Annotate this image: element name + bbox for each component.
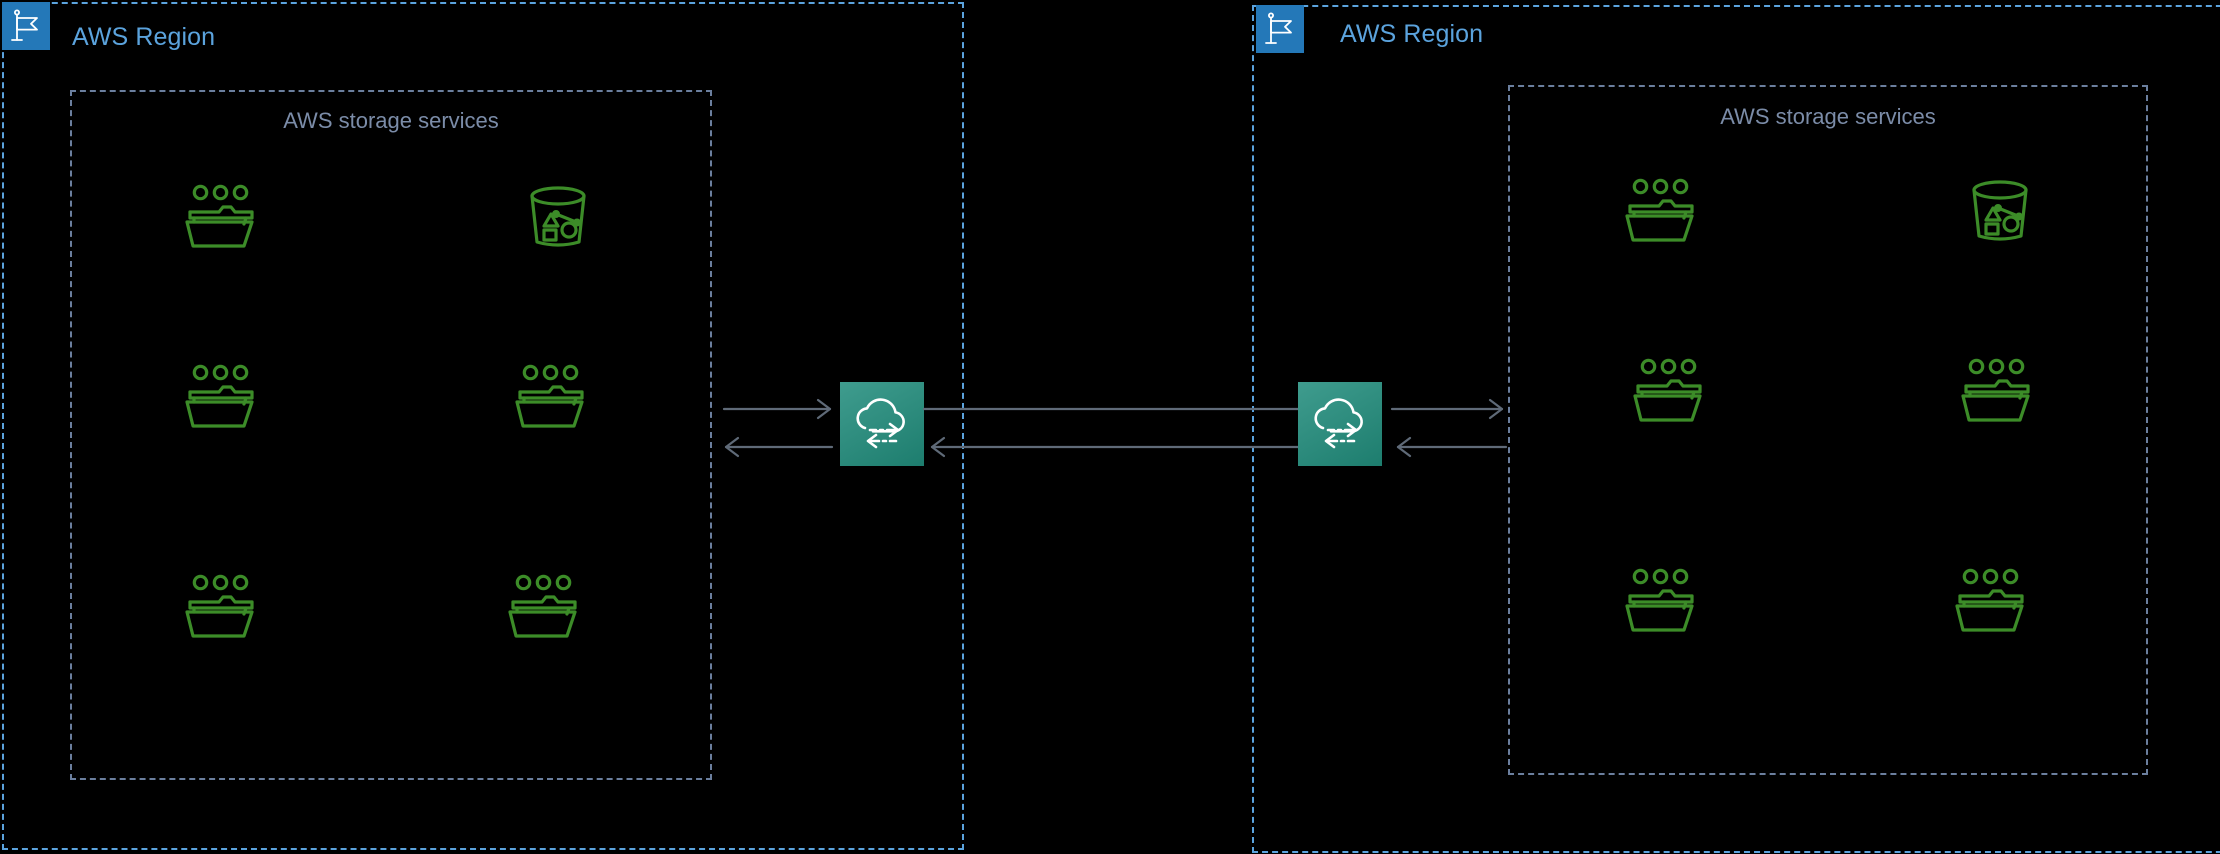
storage-group-left[interactable] — [70, 90, 712, 780]
resource-aws-storage-gateway-icon[interactable] — [182, 358, 262, 438]
resource-aws-storage-gateway-icon[interactable] — [1952, 562, 2032, 642]
resource-aws-storage-gateway-icon[interactable] — [1622, 562, 1702, 642]
resource-aws-storage-gateway-icon[interactable] — [182, 568, 262, 648]
resource-aws-storage-gateway-icon[interactable] — [512, 358, 592, 438]
storage-group-label-left: AWS storage services — [283, 108, 499, 133]
resource-aws-storage-gateway-icon[interactable] — [182, 178, 262, 258]
aws-datasync-icon-left[interactable] — [840, 382, 924, 466]
region-title-right: AWS Region — [1340, 20, 1484, 48]
resource-aws-storage-gateway-icon[interactable] — [1622, 172, 1702, 252]
aws-region-flag-icon-left — [2, 2, 50, 50]
aws-region-right[interactable] — [1252, 5, 2220, 853]
storage-group-right[interactable] — [1508, 85, 2148, 775]
resource-amazon-s3-bucket-icon[interactable] — [518, 178, 598, 258]
aws-region-flag-icon-right — [1256, 5, 1304, 53]
region-title-left: AWS Region — [72, 23, 216, 51]
resource-amazon-s3-bucket-icon[interactable] — [1960, 172, 2040, 252]
resource-aws-storage-gateway-icon[interactable] — [1630, 352, 1710, 432]
aws-region-left[interactable] — [2, 2, 964, 850]
resource-aws-storage-gateway-icon[interactable] — [1958, 352, 2038, 432]
aws-datasync-icon-right[interactable] — [1298, 382, 1382, 466]
resource-aws-storage-gateway-icon[interactable] — [505, 568, 585, 648]
storage-group-label-right: AWS storage services — [1720, 104, 1936, 129]
